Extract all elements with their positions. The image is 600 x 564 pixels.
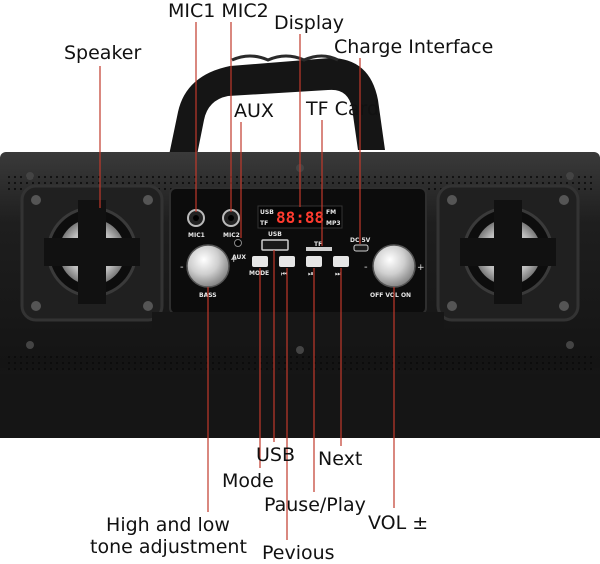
lcd-display: 88:88 FM MP3 USB TF	[257, 205, 343, 229]
tf-card-slot[interactable]	[306, 247, 332, 251]
next-icon: ⏭	[335, 270, 342, 278]
pause-play-icon: ⏯	[308, 270, 314, 278]
usb-callout: USB	[256, 444, 296, 466]
bass-plus: +	[230, 255, 238, 265]
next-button[interactable]	[333, 256, 349, 267]
mic2-label: MIC2	[223, 232, 240, 239]
charge-interface-callout: Charge Interface	[334, 36, 494, 58]
tf-slot-label: TF	[314, 241, 322, 248]
aux-jack[interactable]	[234, 239, 242, 247]
left-speaker	[20, 184, 164, 322]
charge-port[interactable]	[353, 244, 369, 252]
pause-play-button[interactable]	[306, 256, 322, 267]
mic-callout: MIC1 MIC2	[168, 0, 269, 22]
usb-port-label: USB	[268, 231, 282, 238]
aux-label: AUX	[232, 254, 246, 261]
lcd-fm: FM	[326, 209, 336, 216]
previous-button[interactable]	[279, 256, 295, 267]
vol-callout: VOL ±	[368, 512, 429, 534]
display-callout: Display	[274, 12, 345, 34]
previous-callout: Pevious	[262, 542, 335, 564]
leader-lines	[99, 22, 395, 540]
lcd-mp3: MP3	[326, 220, 341, 227]
mode-button-label: MODE	[249, 270, 269, 277]
previous-icon: ⏮	[281, 270, 287, 278]
speaker-callout: Speaker	[64, 42, 142, 64]
bass-knob[interactable]	[186, 244, 230, 288]
bass-minus: -	[180, 262, 184, 273]
lcd-usb: USB	[260, 209, 274, 216]
carry-handle	[168, 54, 385, 160]
mode-callout: Mode	[222, 470, 274, 492]
mic2-jack[interactable]	[222, 209, 240, 227]
tone-callout: High and low tone adjustment	[90, 514, 247, 558]
aux-callout: AUX	[234, 100, 274, 122]
tone-callout-line2: tone adjustment	[90, 536, 247, 558]
vol-minus: -	[364, 262, 368, 273]
lcd-digits: 88:88	[276, 208, 324, 227]
vol-plus: +	[417, 263, 425, 273]
mic1-jack[interactable]	[187, 209, 205, 227]
mic1-label: MIC1	[188, 232, 205, 239]
right-speaker	[436, 184, 580, 322]
mode-button[interactable]	[252, 256, 268, 267]
lcd-tf: TF	[260, 220, 268, 227]
usb-port[interactable]	[261, 239, 289, 251]
volume-label: OFF VOL ON	[370, 292, 411, 299]
volume-knob[interactable]	[372, 244, 416, 288]
pause-play-callout: Pause/Play	[264, 494, 366, 516]
next-callout: Next	[318, 448, 363, 470]
tf-card-callout: TF Card	[306, 98, 380, 120]
tone-callout-line1: High and low	[106, 514, 230, 536]
